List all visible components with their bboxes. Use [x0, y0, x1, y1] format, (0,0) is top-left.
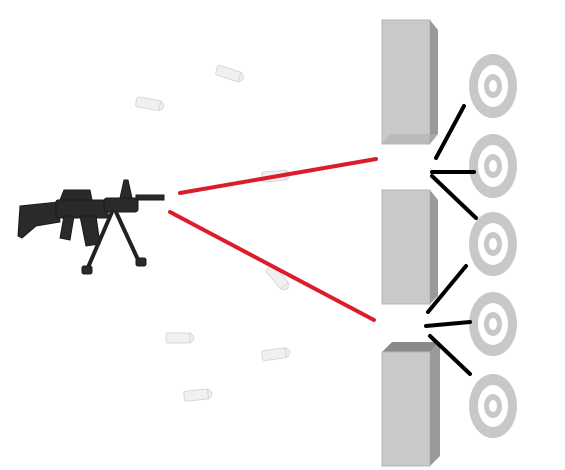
- bullet-casing-icon: [165, 332, 195, 344]
- bullseye-target-icon: [469, 292, 517, 356]
- laser-beam-lower: [168, 210, 376, 322]
- bullseye-target-icon: [469, 134, 517, 198]
- bullet-casing-icon: [265, 264, 289, 291]
- rifle-front-sight: [119, 179, 133, 199]
- bullseye-target-icon: [469, 54, 517, 118]
- rifle-grip: [59, 215, 75, 241]
- bullet-casing-icon: [183, 388, 213, 402]
- bipod-leg-right: [114, 211, 142, 265]
- bipod-leg-left: [84, 211, 114, 273]
- bullet-casing-icon: [215, 64, 244, 83]
- bipod-foot-right: [135, 257, 147, 267]
- barrier-block: [381, 19, 438, 145]
- deflection-line: [430, 174, 478, 220]
- rifle-handguard: [103, 197, 139, 213]
- barrier-block: [381, 189, 438, 305]
- deflection-line: [434, 104, 466, 160]
- laser-beams: [168, 157, 378, 322]
- rifle-carry-handle: [59, 189, 93, 201]
- bipod-foot-left: [81, 265, 93, 275]
- rifle-stock: [17, 201, 61, 239]
- rifle-magazine: [79, 215, 101, 247]
- barrier-block: [381, 342, 440, 467]
- deflection-line: [428, 334, 472, 376]
- bullseye-target-icon: [469, 374, 517, 438]
- bullseye-target-icon: [469, 212, 517, 276]
- rifle-icon: [17, 179, 165, 275]
- deflection-line: [426, 264, 468, 314]
- rifle-barrel: [135, 194, 165, 201]
- bullet-casing-icon: [135, 96, 165, 112]
- deflection-line: [424, 320, 472, 328]
- rifle-receiver: [55, 199, 109, 219]
- laser-beam-upper: [178, 157, 378, 195]
- deflection-lines: [424, 104, 478, 376]
- targets-group: [469, 54, 517, 438]
- bullet-casing-icon: [261, 346, 291, 362]
